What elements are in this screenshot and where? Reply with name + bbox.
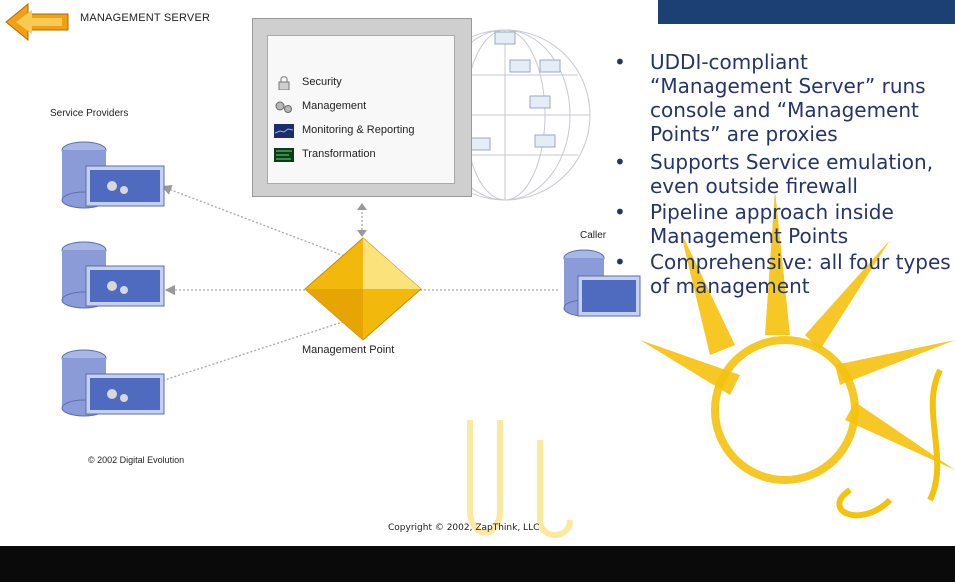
bullet-dot: • (614, 150, 626, 174)
management-point-diamond-icon (304, 237, 422, 341)
gears-icon (275, 101, 292, 113)
management-server-title: MANAGEMENT SERVER (80, 12, 211, 24)
module-label: Transformation (302, 148, 376, 160)
bullet-dot: • (614, 250, 626, 274)
connection-lines (150, 184, 560, 387)
bullet-list: • UDDI-compliant “Management Server” run… (612, 50, 952, 300)
double-arrow-logo-icon (5, 2, 69, 42)
service-providers-label: Service Providers (50, 108, 129, 119)
bullet-text: Pipeline approach inside Management Poin… (650, 200, 894, 248)
module-label: Security (302, 76, 342, 88)
diagram-copyright: © 2002 Digital Evolution (88, 455, 185, 465)
bullet-text: UDDI-compliant “Management Server” runs … (650, 50, 926, 146)
footer-bar (0, 546, 955, 582)
service-provider-server-icon (61, 349, 165, 417)
transform-icon (274, 148, 294, 162)
slide-copyright: Copyright © 2002, ZapThink, LLC (388, 523, 540, 533)
bullet-dot: • (614, 50, 626, 74)
service-provider-server-icon (61, 241, 165, 309)
sun-decoration-icon (640, 190, 955, 519)
watermark-logo-icon (467, 420, 573, 538)
lock-icon (278, 76, 290, 90)
bullet-item: • UDDI-compliant “Management Server” run… (612, 50, 952, 146)
module-label: Management (302, 100, 367, 112)
bullet-text: Supports Service emulation, even outside… (650, 150, 934, 198)
module-label: Monitoring & Reporting (302, 124, 415, 136)
bullet-text: Comprehensive: all four types of managem… (650, 250, 951, 298)
management-console-window: Security Management Monitoring & Reporti… (252, 18, 472, 197)
console-panel: Security Management Monitoring & Reporti… (267, 35, 455, 184)
bullet-item: • Comprehensive: all four types of manag… (612, 250, 952, 298)
service-provider-server-icon (61, 141, 165, 209)
monitor-chart-icon (274, 124, 294, 138)
management-point-label: Management Point (302, 344, 395, 356)
header-bar (658, 0, 955, 24)
caller-label: Caller (580, 230, 607, 241)
caller-server-icon (563, 249, 641, 317)
bullet-item: • Supports Service emulation, even outsi… (612, 150, 952, 198)
bullet-dot: • (614, 200, 626, 224)
bullet-item: • Pipeline approach inside Management Po… (612, 200, 952, 248)
